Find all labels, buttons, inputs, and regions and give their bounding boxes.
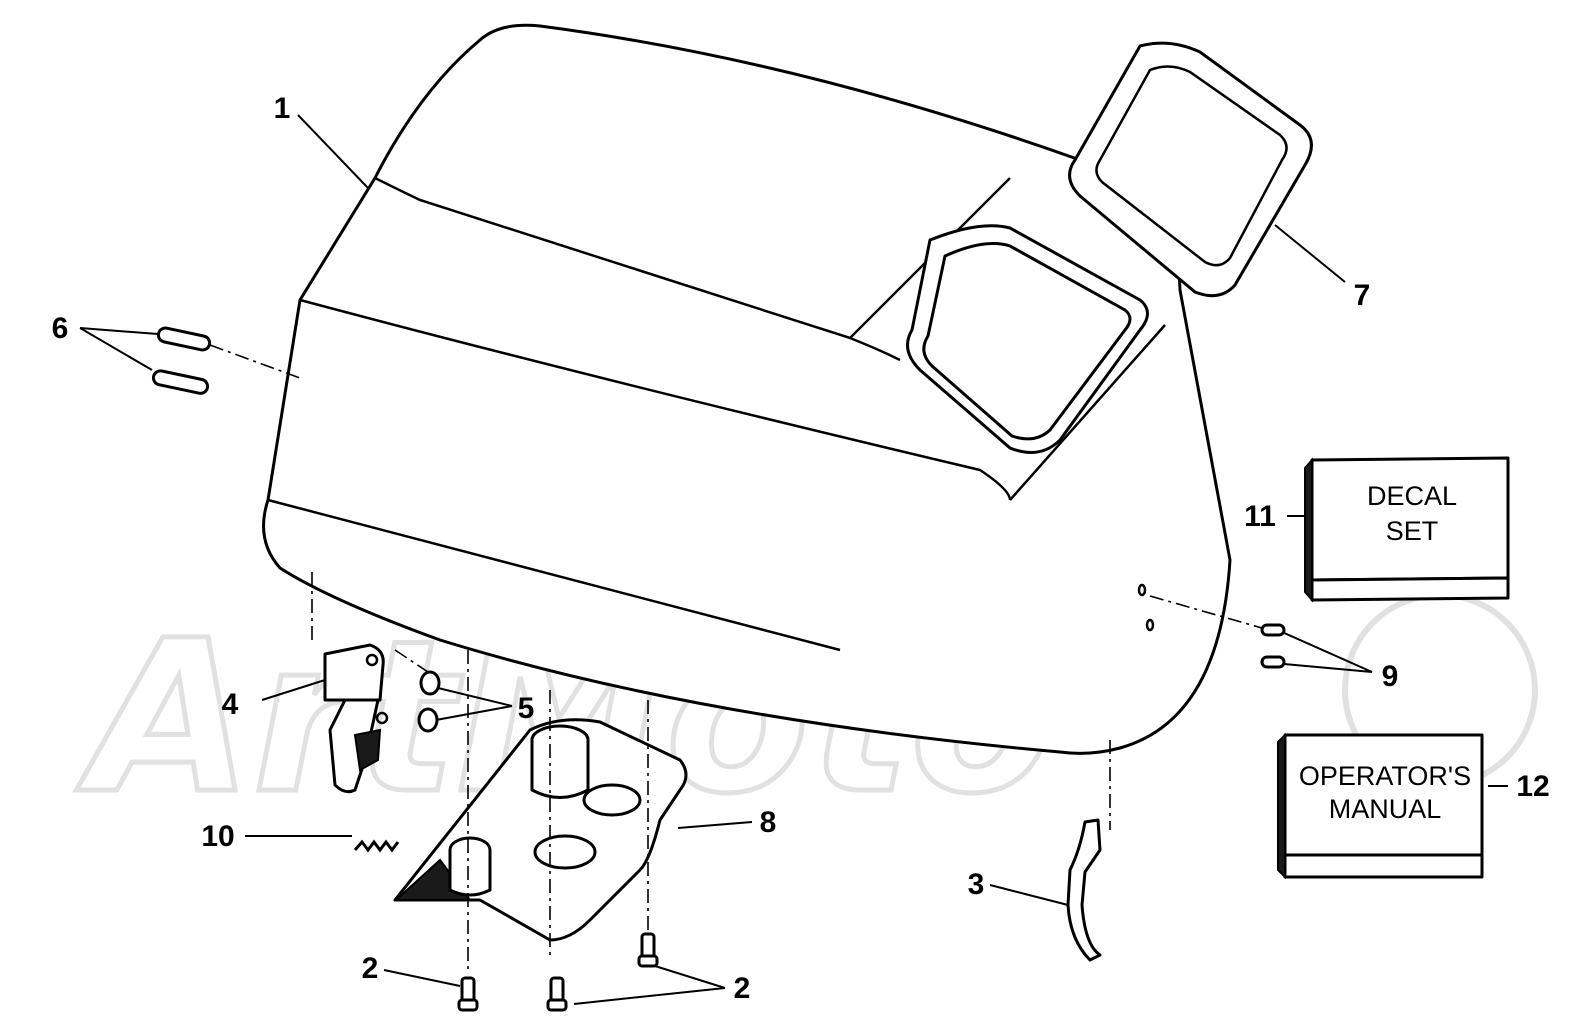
callout-5: 5 xyxy=(518,692,535,725)
callout-2a: 2 xyxy=(362,952,379,985)
callout-3: 3 xyxy=(968,868,985,901)
window-frame-part-7 xyxy=(1068,41,1313,298)
manual-box-line2: MANUAL xyxy=(1329,794,1442,824)
dashline-6 xyxy=(209,344,301,379)
callout-7: 7 xyxy=(1354,279,1371,312)
engine-cover-part-1 xyxy=(262,23,1232,755)
screws-part-2 xyxy=(457,932,659,1012)
operators-manual-box-part-12: OPERATOR'S MANUAL xyxy=(1277,732,1484,880)
pins-part-6 xyxy=(151,326,212,395)
washers-part-5 xyxy=(417,670,441,733)
callout-11: 11 xyxy=(1244,500,1276,533)
dashline-9 xyxy=(1149,595,1263,629)
callout-8: 8 xyxy=(760,806,777,839)
callout-2b: 2 xyxy=(734,972,751,1005)
callout-12: 12 xyxy=(1516,770,1549,803)
callout-4: 4 xyxy=(222,688,239,721)
dashline-4b xyxy=(394,649,429,673)
spring-part-10 xyxy=(353,839,400,853)
decal-box-line2: SET xyxy=(1386,516,1439,546)
callout-9: 9 xyxy=(1382,660,1399,693)
base-plate-part-8 xyxy=(393,718,688,942)
decal-box-line1: DECAL xyxy=(1367,481,1457,511)
leader-lines xyxy=(79,114,1508,1005)
callout-10: 10 xyxy=(201,820,234,853)
rivets-part-9 xyxy=(1137,583,1286,669)
bracket-part-3 xyxy=(1066,818,1102,962)
manual-box-line1: OPERATOR'S xyxy=(1299,761,1471,791)
latch-part-4 xyxy=(323,643,389,794)
decal-set-box-part-11: DECAL SET xyxy=(1304,456,1510,603)
callout-1: 1 xyxy=(274,92,291,125)
callout-6: 6 xyxy=(52,312,69,345)
